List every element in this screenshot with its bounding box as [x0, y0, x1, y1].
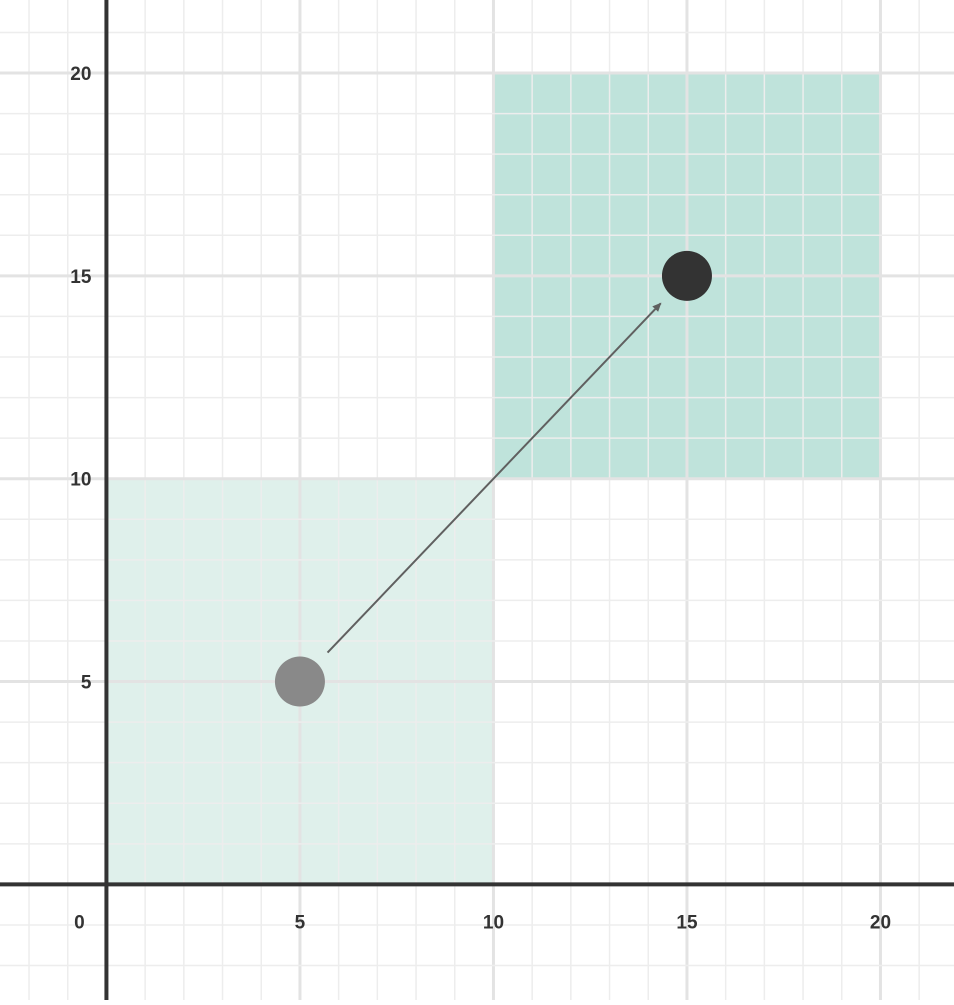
- arrow-line: [326, 302, 662, 654]
- y-tick-label: 10: [70, 470, 91, 491]
- arrow-layer: [326, 302, 662, 654]
- y-tick-label: 20: [70, 64, 91, 85]
- tick-labels-layer: 0 5 10 15 20 5 10 15 20: [70, 64, 891, 933]
- x-tick-label: 15: [676, 912, 698, 933]
- x-tick-label: 0: [74, 912, 85, 933]
- data-point-1: [274, 656, 325, 707]
- x-tick-label: 10: [483, 912, 504, 933]
- x-tick-label: 5: [295, 912, 306, 933]
- x-tick-label: 20: [870, 912, 891, 933]
- y-tick-label: 15: [70, 267, 92, 288]
- y-tick-label: 5: [81, 673, 92, 694]
- points-layer: [274, 250, 712, 707]
- data-point-2: [661, 250, 712, 301]
